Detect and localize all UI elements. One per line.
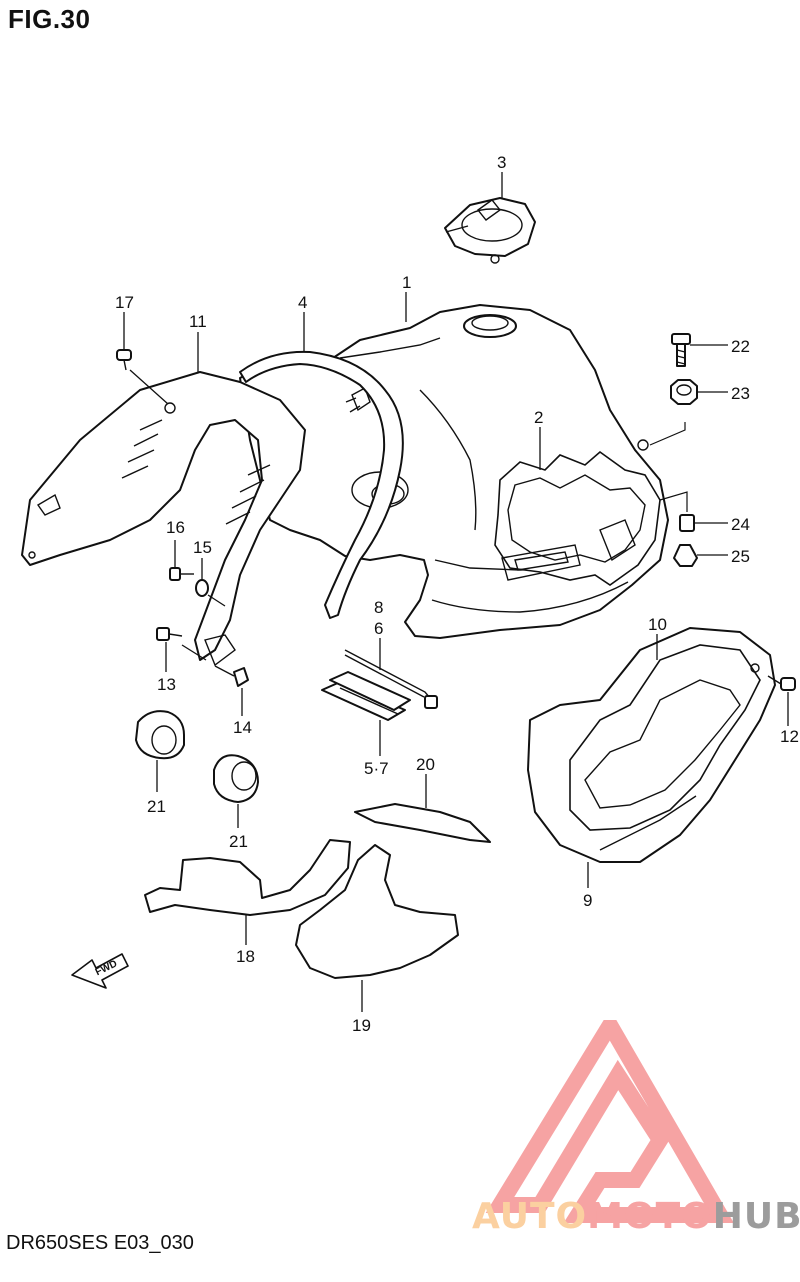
side-shroud-left [21, 371, 306, 667]
collar-24 [679, 514, 695, 532]
cable-tie [344, 649, 438, 709]
heat-shield-18 [144, 839, 351, 916]
callout-10: 10 [648, 615, 667, 634]
damper-21-b [213, 754, 259, 803]
watermark-hub: HUB [712, 1196, 800, 1237]
callout-9: 9 [583, 891, 592, 910]
callout-17: 17 [115, 293, 134, 312]
watermark-auto: AUTO [472, 1196, 588, 1237]
callout-25: 25 [731, 547, 750, 566]
callout-13: 13 [157, 675, 176, 694]
callout-2: 2 [534, 408, 543, 427]
forward-arrow: FWD [71, 953, 129, 989]
watermark-logo-icon [485, 1020, 734, 1223]
cushion-20 [354, 803, 491, 843]
figure-code: DR650SES E03_030 [6, 1232, 194, 1254]
watermark-wordmark: AUTOMOTOHUB [472, 1196, 800, 1237]
callout-4: 4 [298, 293, 307, 312]
tank-trim-strip [239, 350, 404, 619]
callout-18: 18 [236, 947, 255, 966]
callout-5-7: 5·7 [364, 759, 389, 778]
callout-22: 22 [731, 337, 750, 356]
bolt-16 [169, 567, 194, 581]
bolt-22 [671, 333, 691, 367]
side-cover-right [527, 627, 776, 863]
clip-nut-14 [233, 667, 249, 687]
callout-20: 20 [416, 755, 435, 774]
cushion-strips [321, 671, 411, 721]
callout-labels: 1 2 3 4 5·7 8 6 9 10 11 12 13 14 15 16 1… [115, 153, 799, 1035]
screw-13 [156, 627, 183, 641]
cover-19 [295, 844, 459, 979]
washer-15 [195, 579, 209, 597]
callout-11: 11 [189, 312, 207, 331]
callout-3: 3 [497, 153, 506, 172]
damper-21-a [135, 710, 185, 760]
nut-23 [670, 379, 698, 405]
callout-23: 23 [731, 384, 750, 403]
callout-1: 1 [402, 273, 411, 292]
callout-21-b: 21 [229, 832, 248, 851]
figure-title: FIG.30 [8, 4, 91, 34]
grommet-25 [673, 544, 698, 567]
callout-16: 16 [166, 518, 185, 537]
callout-24: 24 [731, 515, 750, 534]
callout-14: 14 [233, 718, 252, 737]
callout-6: 6 [374, 619, 383, 638]
watermark-moto: MOTO [587, 1196, 713, 1237]
tank-decal [494, 450, 661, 586]
fuel-cap [444, 197, 536, 264]
callout-15: 15 [193, 538, 212, 557]
callout-12: 12 [780, 727, 799, 746]
callout-8: 8 [374, 598, 383, 617]
callout-21-a: 21 [147, 797, 166, 816]
screw-17 [116, 349, 132, 371]
callout-19: 19 [352, 1016, 371, 1035]
screw-12 [767, 675, 796, 691]
